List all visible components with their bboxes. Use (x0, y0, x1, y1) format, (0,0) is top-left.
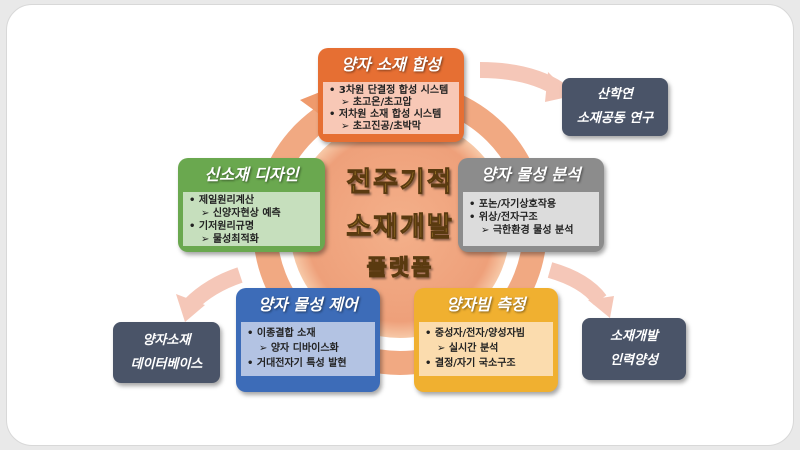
bullet-item: • 3차원 단결정 합성 시스템 (329, 85, 449, 96)
arrow-to-database (184, 267, 243, 311)
arrow-to-workforce (547, 262, 607, 306)
output-line1: 양자소재 (142, 332, 191, 348)
box-title: 양자 물성 분석 (481, 165, 581, 184)
output-line1: 소재개발 (610, 329, 658, 344)
sub-item: ➢ 초고온/초고압 (341, 97, 412, 108)
output-line2: 데이터베이스 (130, 356, 203, 372)
box-title: 양자 물성 제어 (258, 295, 358, 314)
bullet-item: • 중성자/전자/양성자빔 (425, 328, 525, 339)
sub-item: ➢ 극한환경 물성 분석 (481, 225, 574, 236)
bullet-item: • 포논/자기상호작용 (469, 199, 557, 210)
center-title-line2: 소재개발 (346, 212, 454, 244)
center-title-line1: 전주기적 (346, 167, 454, 199)
box-beam: 양자빔 측정 • 중성자/전자/양성자빔 ➢ 실시간 분석 • 결정/자기 국소구조 (414, 288, 558, 392)
output-database: 양자소재 데이터베이스 (113, 322, 220, 383)
bullet-item: • 거대전자기 특성 발현 (247, 358, 347, 369)
box-title: 양자 소재 합성 (341, 55, 441, 74)
sub-item: ➢ 물성최적화 (201, 234, 259, 245)
output-industry-research: 산학연 소재공동 연구 (562, 78, 668, 136)
box-title: 양자빔 측정 (446, 295, 526, 314)
sub-item: ➢ 양자 디바이스화 (259, 343, 339, 354)
output-line2: 인력양성 (610, 353, 658, 368)
bullet-item: • 저차원 소재 합성 시스템 (329, 109, 442, 120)
bullet-item: • 제일원리계산 (189, 195, 255, 206)
center-disk (290, 118, 510, 338)
output-workforce: 소재개발 인력양성 (582, 318, 686, 380)
output-line1: 산학연 (597, 87, 633, 102)
sub-item: ➢ 실시간 분석 (437, 343, 499, 354)
box-synthesis: 양자 소재 합성 • 3차원 단결정 합성 시스템➢ 초고온/초고압• 저차원 … (318, 48, 464, 142)
bullet-item: • 이종결합 소재 (247, 328, 316, 339)
output-line2: 소재공동 연구 (576, 111, 654, 126)
box-design: 신소재 디자인 • 제일원리계산 ➢ 신양자현상 예측 • 기저원리규명 ➢ 물성최적… (178, 158, 325, 252)
center-title-line3: 플랫폼 (366, 256, 434, 282)
sub-item: ➢ 초고진공/초박막 (341, 121, 421, 132)
box-control: 양자 물성 제어 • 이종결합 소재 ➢ 양자 디바이스화 • 거대전자기 특성 발… (236, 288, 380, 392)
bullet-item: • 결정/자기 국소구조 (425, 358, 516, 369)
box-analysis: 양자 물성 분석 • 포논/자기상호작용 • 위상/전자구조 ➢ 극한환경 물성 분… (458, 158, 604, 252)
bullet-item: • 위상/전자구조 (469, 212, 538, 223)
box-title: 신소재 디자인 (204, 165, 299, 184)
sub-item: ➢ 신양자현상 예측 (201, 208, 281, 219)
bullet-item: • 기저원리규명 (189, 221, 255, 232)
